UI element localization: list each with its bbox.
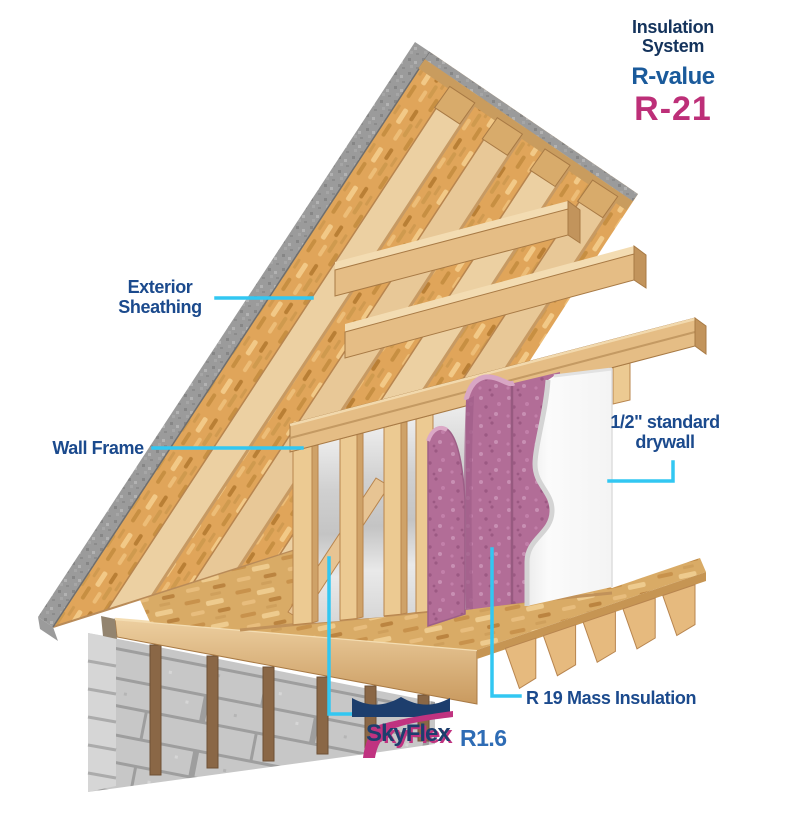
logo-banner-shape <box>352 697 450 717</box>
drywall-label: 1/2" standard drywall <box>610 412 720 452</box>
felt-layer <box>38 42 638 641</box>
skyflex-logo: SkyFlex R1.6 <box>350 694 520 764</box>
felt-eave-tip <box>38 617 58 641</box>
osb-ridge-edge <box>418 59 633 211</box>
front-batt <box>427 426 466 628</box>
rvalue-number: R-21 <box>634 90 712 128</box>
felt-inner-line <box>52 51 431 628</box>
leader-mass-insulation <box>490 547 522 698</box>
mass-insulation-label: R 19 Mass Insulation <box>526 688 697 708</box>
corner-mortar-lines <box>87 659 117 780</box>
purlin-lower <box>344 245 647 359</box>
front-batt-top-highlight <box>426 425 449 442</box>
drywall-cut-edge <box>524 379 555 606</box>
insulation-system-title-line2: System <box>641 36 705 56</box>
deck-edge-band <box>477 572 706 659</box>
drywall-top-edge <box>553 367 613 378</box>
felt-rake-edge <box>38 42 430 627</box>
leader-lines <box>151 296 675 716</box>
logo-swoosh <box>363 711 453 758</box>
rvalue-label: R-value <box>631 63 715 90</box>
rear-batt-top-highlight <box>463 374 516 401</box>
block-wall-front <box>88 633 435 792</box>
foundation-blocks <box>87 633 435 792</box>
leader-skyflex <box>327 556 354 716</box>
purlin-upper <box>334 200 581 297</box>
block-wall-corner <box>88 633 116 792</box>
felt-ridge-edge <box>424 52 638 202</box>
insulation-system-title-line1: Insulation <box>632 17 714 37</box>
wall-frame-label: Wall Frame <box>52 438 144 458</box>
exterior-sheathing-label: Exterior Sheathing <box>118 277 202 317</box>
drywall-group <box>524 367 613 606</box>
top-plate-end <box>694 317 707 355</box>
purlins <box>334 200 647 359</box>
rafter-end-cuts <box>433 85 619 219</box>
skyflex-logo-mark <box>352 697 453 758</box>
skyflex-rating: R1.6 <box>460 725 507 751</box>
info-panel: Insulation System R-value R-21 <box>608 17 738 128</box>
rear-batt-edge-shade <box>464 396 474 610</box>
drywall-panel <box>527 369 612 606</box>
leader-drywall <box>607 460 675 483</box>
rim-beam-end <box>101 616 117 639</box>
skyflex-brand-text: SkyFlex <box>366 720 451 747</box>
joist-tails <box>504 583 696 690</box>
